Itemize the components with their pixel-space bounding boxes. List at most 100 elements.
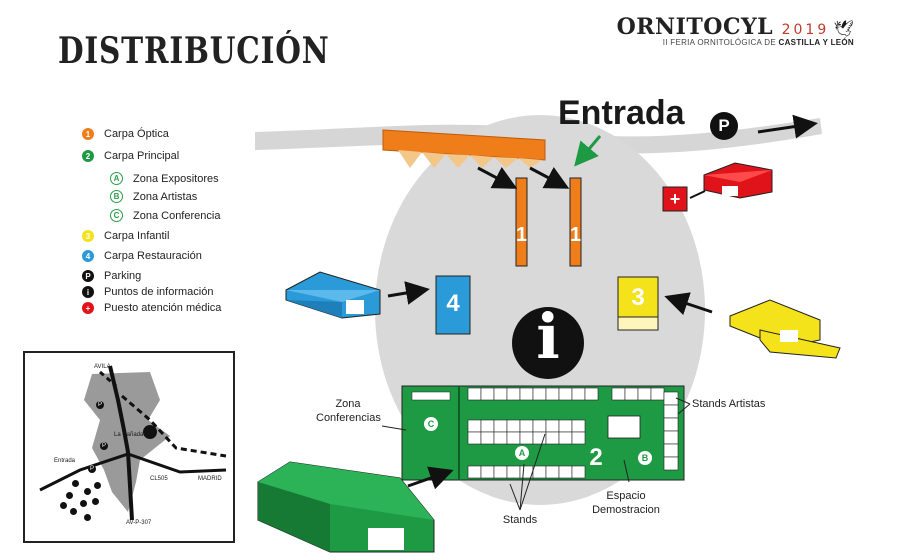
legend-badge: 1 — [82, 128, 94, 140]
legend-label: Carpa Infantil — [104, 230, 170, 242]
stand — [558, 465, 573, 479]
stand — [571, 419, 586, 433]
inset-parking-2: P — [100, 442, 108, 450]
zone-c-badge: C — [424, 417, 438, 431]
brand-subtitle: II FERIA ORNITOLÓGICA DE CASTILLA Y LEÓN — [662, 38, 854, 47]
stand — [519, 419, 534, 433]
legend-badge: 3 — [82, 230, 94, 242]
main-tent-3d — [257, 461, 435, 553]
legend-label: Carpa Restauración — [104, 250, 202, 262]
stand — [624, 387, 639, 401]
inset-tent-dot — [70, 508, 77, 515]
stand — [480, 387, 495, 401]
stands-label: Stands — [502, 514, 538, 526]
espacio-demostracion-label: Espacio Demostracion — [592, 490, 660, 516]
stand — [558, 431, 573, 445]
stand — [637, 387, 652, 401]
legend-badge: A — [110, 172, 123, 185]
tent1-left-number: 1 — [515, 224, 528, 246]
stand — [663, 456, 679, 471]
stand — [467, 387, 482, 401]
stand — [480, 419, 495, 433]
legend-label: Zona Artistas — [133, 190, 198, 203]
legend-label: Carpa Principal — [104, 150, 180, 162]
medical-cross-icon: + — [669, 188, 681, 209]
info-point-big — [512, 307, 584, 379]
entrance-label: Entrada — [558, 94, 685, 132]
inset-label-madrid: MADRID — [198, 476, 222, 482]
legend-item: A Zona Expositores — [110, 172, 219, 185]
inset-tent-dot — [66, 492, 73, 499]
zona-conferencias-label: Zona Conferencias — [316, 398, 381, 424]
inset-label-cl505: CL505 — [150, 476, 168, 482]
inset-label-entrada: Entrada — [54, 458, 76, 464]
stand — [519, 431, 534, 445]
legend-badge: C — [110, 209, 123, 222]
restauracion-tent — [285, 271, 381, 319]
stand — [584, 387, 599, 401]
inset-parking-1: P — [96, 401, 104, 409]
brand-name: ORNITOCYL — [616, 14, 774, 40]
stand — [650, 387, 665, 401]
legend-label: Puntos de información — [104, 286, 214, 298]
stand — [558, 419, 573, 433]
tent3-number: 3 — [631, 284, 645, 311]
legend-item: 4 Carpa Restauración — [82, 250, 202, 262]
legend-badge: i — [82, 286, 94, 298]
inset-tent-dot — [84, 514, 91, 521]
stand — [480, 431, 495, 445]
stand — [506, 465, 521, 479]
stand — [480, 465, 495, 479]
stand — [519, 387, 534, 401]
tent1-right-number: 1 — [569, 224, 582, 246]
stand — [493, 465, 508, 479]
stand — [467, 419, 482, 433]
stand — [663, 417, 679, 432]
stand — [532, 419, 547, 433]
stand — [571, 465, 586, 479]
stand — [663, 404, 679, 419]
stand — [467, 465, 482, 479]
inset-tent-dot — [72, 480, 79, 487]
stand — [545, 419, 560, 433]
stand — [506, 431, 521, 445]
stand — [493, 431, 508, 445]
inset-parking-3: P — [88, 465, 96, 473]
legend-label: Puesto atención médica — [104, 302, 222, 314]
legend-badge: 2 — [82, 150, 94, 162]
legend-item: B Zona Artistas — [110, 190, 197, 203]
legend-badge: + — [82, 302, 94, 314]
stands-artistas-label: Stands Artistas — [692, 398, 766, 410]
tent4-number: 4 — [446, 290, 460, 317]
optica-canopy — [382, 129, 546, 168]
stand — [493, 419, 508, 433]
tent3 — [617, 276, 659, 318]
infantil-tent — [729, 299, 841, 359]
legend-badge: P — [82, 270, 94, 282]
tent1-left — [515, 177, 528, 267]
legend-badge: B — [110, 190, 123, 203]
legend-item: 1 Carpa Óptica — [82, 128, 169, 140]
inset-tent-dot — [84, 488, 91, 495]
legend-item: C Zona Conferencia — [110, 209, 220, 222]
tent4 — [435, 275, 471, 335]
stand — [545, 387, 560, 401]
inset-label-canada: La Cañada — [114, 432, 144, 438]
legend-label: Zona Conferencia — [133, 209, 221, 222]
stand — [467, 431, 482, 445]
legend-label: Zona Expositores — [133, 172, 219, 185]
stand — [532, 387, 547, 401]
stand — [506, 387, 521, 401]
legend-badge: 4 — [82, 250, 94, 262]
stand — [663, 443, 679, 458]
inset-label-avp307: AV-P-307 — [126, 520, 152, 526]
brand-year: 2019 — [781, 22, 830, 38]
legend-label: Carpa Óptica — [104, 128, 169, 140]
stand — [493, 387, 508, 401]
legend-item: i Puntos de información — [82, 286, 213, 298]
medical-tent — [703, 162, 773, 199]
stand — [532, 465, 547, 479]
parking-badge: P — [710, 112, 738, 140]
inset-tent-dot — [92, 498, 99, 505]
